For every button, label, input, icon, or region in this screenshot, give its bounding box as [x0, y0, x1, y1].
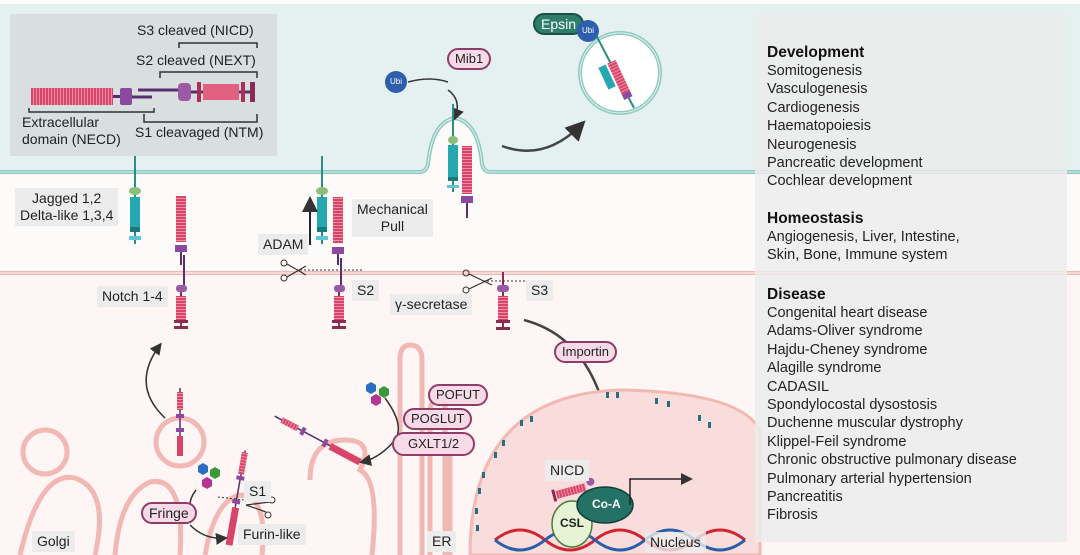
nucleus-label: Nucleus [645, 532, 706, 553]
list-item: Duchenne muscular dystrophy [767, 415, 963, 432]
nicd-label: NICD [545, 460, 590, 481]
ubiquitin-icon: Ubi [385, 71, 407, 93]
notch-receptor [174, 196, 188, 329]
list-item: Cardiogenesis [767, 99, 860, 116]
list-item: Adams-Oliver syndrome [767, 323, 923, 340]
list-item: Angiogenesis, Liver, Intestine, [767, 229, 960, 245]
list-item: Somitogenesis [767, 63, 863, 79]
development-title: Development [767, 44, 865, 61]
gamma-secretase-scissors-icon [462, 269, 493, 294]
ligand-label-line-1: Jagged 1,2 [32, 190, 102, 206]
homeostasis-title: Homeostasis [767, 210, 864, 227]
list-item: Congenital heart disease [767, 305, 928, 321]
s1-cleavage-notch [225, 450, 248, 546]
glycan-hexagons-golgi [198, 463, 220, 489]
mechanical-pull-line-1: Mechanical [357, 201, 428, 217]
functions-panel: Development Somitogenesis Vasculogenesis… [755, 14, 1067, 542]
legend-s1-label: S1 cleavaged (NTM) [135, 124, 264, 140]
legend-necd-label-2: domain (NECD) [22, 131, 121, 147]
list-item: Klippel-Feil syndrome [767, 433, 907, 450]
golgi-label: Golgi [32, 531, 75, 552]
er-label: ER [427, 531, 457, 552]
list-item: Pancreatic development [767, 155, 923, 172]
list-item: Pancreatitis [767, 489, 843, 506]
list-item: Pulmonary arterial hypertension [767, 470, 972, 487]
mechanical-pull-complex [300, 156, 362, 329]
adam-scissors-icon [280, 259, 307, 282]
disease-title: Disease [767, 286, 826, 303]
er-notch [274, 415, 362, 466]
gxlt-protein: GXLT1/2 [392, 432, 476, 456]
s3-cleavage-fragment [483, 272, 525, 330]
pofut-protein: POFUT [428, 384, 489, 406]
list-item: Cochlear development [767, 173, 913, 190]
fringe-protein: Fringe [141, 502, 197, 524]
s3-label: S3 [526, 280, 554, 301]
mib1-protein: Mib1 [447, 48, 492, 70]
list-item: Hajdu-Cheney syndrome [767, 341, 928, 358]
nucleus [468, 388, 762, 555]
importin-protein: Importin [554, 341, 617, 363]
list-item: Haematopoiesis [767, 118, 871, 135]
endocytic-vesicle [578, 31, 662, 115]
legend-necd-label-1: Extracellular [22, 114, 100, 130]
adam-label: ADAM [258, 234, 309, 255]
furin-label: Furin-like [238, 524, 306, 545]
homeostasis-section: Homeostasis Angiogenesis, Liver, Intesti… [767, 209, 960, 265]
list-item: Vasculogenesis [767, 81, 868, 98]
glycan-hexagons-er [366, 382, 389, 406]
list-item: Skin, Bone, Immune system [767, 247, 948, 264]
epsin-protein: Epsin [533, 13, 585, 35]
ligand-notch-complex-endocytosis [447, 104, 473, 218]
ligand-label: Jagged 1,2 Delta-like 1,3,4 [15, 188, 119, 226]
mechanical-pull-line-2: Pull [380, 218, 405, 234]
co-activator-label: Co-A [592, 497, 621, 511]
list-item: Alagille syndrome [767, 360, 882, 377]
s1-label: S1 [244, 481, 272, 502]
gamma-secretase-label: γ-secretase [390, 294, 473, 315]
golgi-vesicle-notch [176, 388, 184, 456]
legend-s3-label: S3 cleaved (NICD) [137, 22, 254, 38]
poglut-protein: POGLUT [403, 408, 473, 430]
jagged-delta-ligand [129, 155, 141, 244]
mechanical-pull-label: Mechanical Pull [352, 199, 433, 237]
disease-section: Disease Congenital heart disease Adams-O… [767, 285, 1017, 525]
list-item: CADASIL [767, 378, 830, 395]
list-item: Neurogenesis [767, 136, 857, 153]
notch-label: Notch 1-4 [97, 286, 168, 307]
list-item: Chronic obstructive pulmonary disease [767, 452, 1017, 469]
legend-s2-label: S2 cleaved (NEXT) [136, 52, 256, 68]
list-item: Fibrosis [767, 507, 818, 524]
ligand-label-line-2: Delta-like 1,3,4 [20, 207, 114, 223]
ubiquitin-epsin-icon: Ubi [577, 20, 599, 42]
development-section: Development Somitogenesis Vasculogenesis… [767, 43, 923, 191]
s2-label: S2 [352, 280, 380, 301]
list-item: Spondylocostal dysostosis [767, 397, 938, 414]
csl-label: CSL [560, 516, 584, 530]
